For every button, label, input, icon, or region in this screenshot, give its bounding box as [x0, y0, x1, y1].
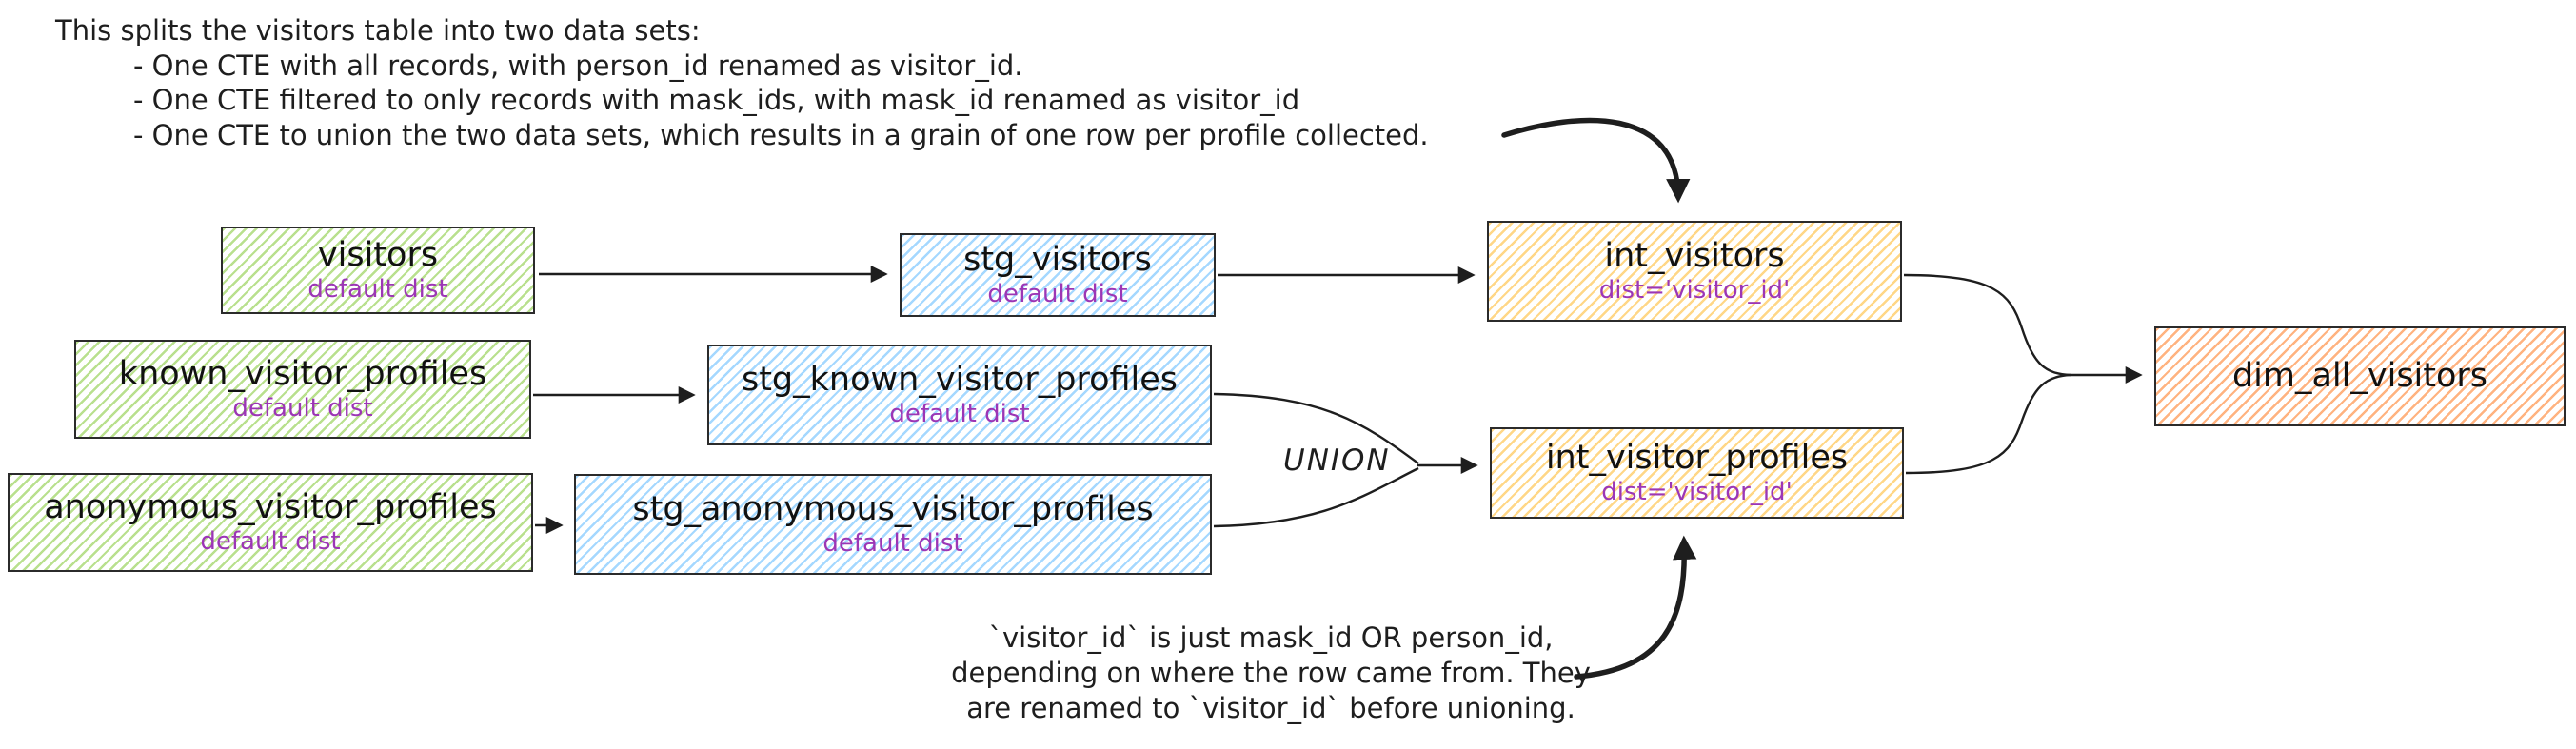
node-anonymous-visitor-profiles[interactable]: anonymous_visitor_profiles default dist: [8, 473, 533, 572]
curve-int-visitors-to-dim: [1903, 273, 2143, 384]
bottom-note-line: depending on where the row came from. Th…: [951, 657, 1591, 689]
node-title: int_visitors: [1604, 236, 1785, 275]
top-note-intro: This splits the visitors table into two …: [55, 14, 701, 47]
node-title: int_visitor_profiles: [1545, 438, 1849, 477]
node-visitors[interactable]: visitors default dist: [221, 227, 535, 314]
top-note: This splits the visitors table into two …: [55, 13, 1429, 152]
curve-stg-known-to-union: [1213, 392, 1419, 464]
node-subtitle: default dist: [889, 399, 1030, 428]
bottom-note-line: `visitor_id` is just mask_id OR person_i…: [988, 621, 1554, 654]
node-title: stg_known_visitor_profiles: [741, 360, 1179, 399]
node-subtitle: default dist: [987, 279, 1128, 308]
bottom-note-line: are renamed to `visitor_id` before union…: [966, 692, 1575, 724]
curve-int-visitor-profiles-to-dim: [1905, 373, 2071, 475]
node-title: known_visitor_profiles: [118, 354, 487, 393]
node-stg-known-visitor-profiles[interactable]: stg_known_visitor_profiles default dist: [707, 345, 1212, 445]
node-subtitle: default dist: [232, 393, 373, 423]
node-title: anonymous_visitor_profiles: [44, 487, 497, 526]
node-title: stg_visitors: [963, 240, 1152, 279]
node-stg-visitors[interactable]: stg_visitors default dist: [900, 233, 1216, 317]
top-note-bullet: - One CTE to union the two data sets, wh…: [133, 118, 1429, 151]
annotation-arrow-top-note-to-int-visitors: [1501, 117, 1691, 204]
union-label: UNION: [1283, 443, 1391, 478]
node-known-visitor-profiles[interactable]: known_visitor_profiles default dist: [74, 340, 531, 439]
node-subtitle: dist='visitor_id': [1598, 275, 1791, 305]
node-int-visitor-profiles[interactable]: int_visitor_profiles dist='visitor_id': [1490, 427, 1904, 519]
curve-stg-anonymous-to-union: [1213, 466, 1419, 528]
node-int-visitors[interactable]: int_visitors dist='visitor_id': [1487, 221, 1902, 322]
node-subtitle: default dist: [307, 274, 448, 304]
node-subtitle: default dist: [200, 526, 341, 556]
node-stg-anonymous-visitor-profiles[interactable]: stg_anonymous_visitor_profiles default d…: [574, 474, 1212, 575]
top-note-bullet: - One CTE filtered to only records with …: [133, 84, 1300, 116]
top-note-bullet: - One CTE with all records, with person_…: [133, 49, 1023, 82]
node-dim-all-visitors[interactable]: dim_all_visitors: [2154, 326, 2566, 426]
node-title: visitors: [317, 235, 439, 274]
bottom-note: `visitor_id` is just mask_id OR person_i…: [938, 621, 1604, 726]
node-subtitle: default dist: [822, 528, 963, 558]
node-title: dim_all_visitors: [2231, 357, 2488, 396]
node-subtitle: dist='visitor_id': [1601, 477, 1793, 506]
node-title: stg_anonymous_visitor_profiles: [632, 489, 1154, 528]
annotation-arrow-bottom-note-to-int-visitor-profiles: [1574, 535, 1697, 680]
